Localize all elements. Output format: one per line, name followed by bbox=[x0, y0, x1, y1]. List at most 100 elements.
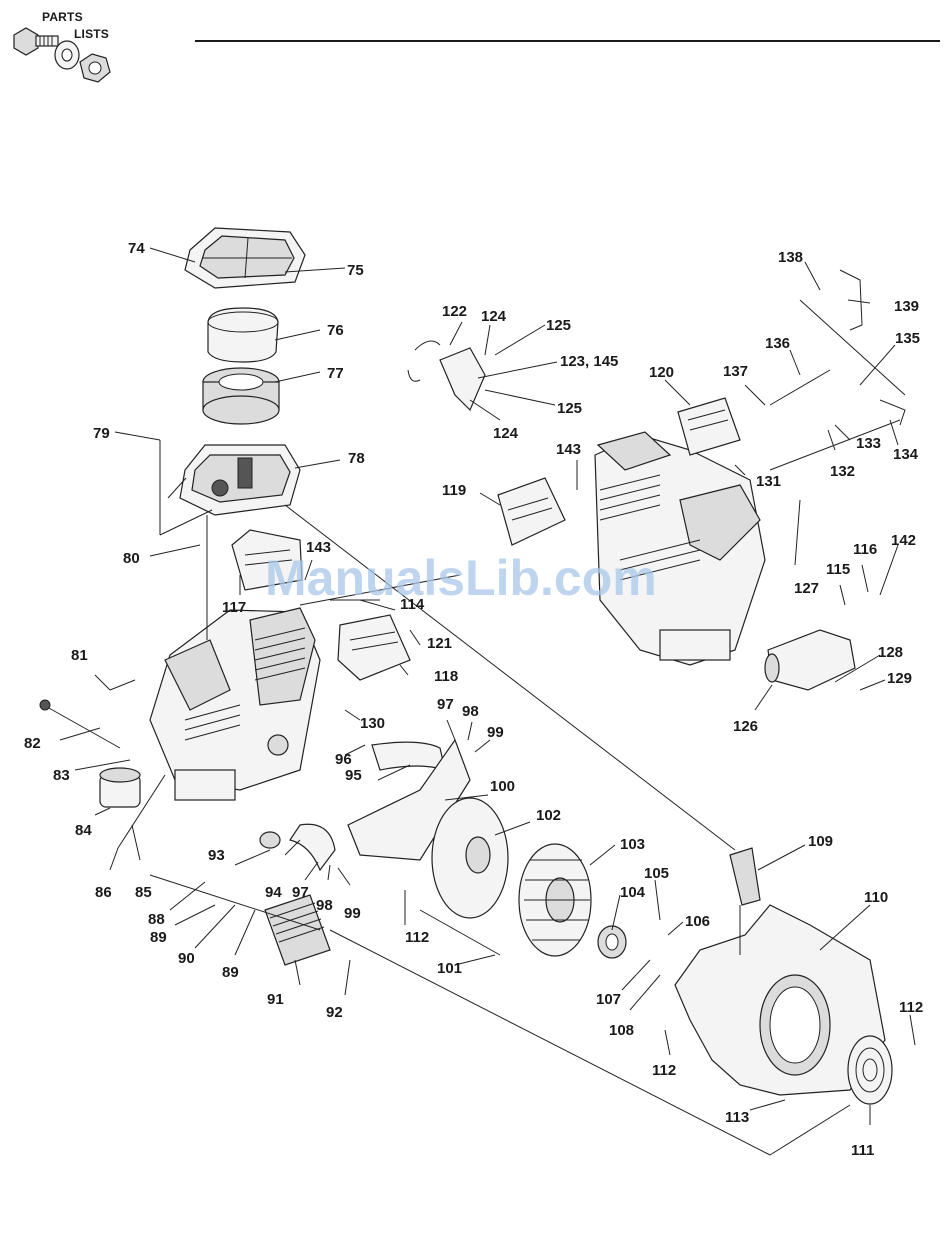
callout-124-b: 124 bbox=[493, 425, 519, 442]
callout-labels: 74 75 76 77 78 79 80 81 82 83 84 85 86 8… bbox=[24, 240, 923, 1159]
callout-98-a: 98 bbox=[462, 703, 479, 720]
callout-108: 108 bbox=[609, 1022, 634, 1039]
callout-139: 139 bbox=[894, 298, 919, 315]
nut-bolt-washer-icon bbox=[13, 27, 111, 83]
callout-124-a: 124 bbox=[481, 308, 507, 325]
callout-143-b: 143 bbox=[556, 441, 581, 458]
fan-adapter bbox=[597, 925, 627, 959]
callout-105: 105 bbox=[644, 865, 669, 882]
callout-78: 78 bbox=[348, 450, 365, 467]
air-cleaner-cover bbox=[184, 227, 306, 289]
oil-filter bbox=[99, 767, 141, 808]
intake-elbow bbox=[729, 847, 761, 906]
callout-74: 74 bbox=[128, 240, 145, 257]
callout-79: 79 bbox=[93, 425, 110, 442]
choke-cable bbox=[769, 269, 906, 471]
callout-88: 88 bbox=[148, 911, 165, 928]
cylinder-shields bbox=[231, 397, 741, 681]
fan-screen bbox=[847, 1035, 893, 1105]
engine-left bbox=[149, 607, 321, 801]
callout-132: 132 bbox=[830, 463, 855, 480]
callout-83: 83 bbox=[53, 767, 70, 784]
callout-99-b: 99 bbox=[344, 905, 361, 922]
callout-137: 137 bbox=[723, 363, 748, 380]
callout-84: 84 bbox=[75, 822, 92, 839]
pre-cleaner bbox=[207, 307, 279, 363]
callout-128: 128 bbox=[878, 644, 903, 661]
blower-housing bbox=[674, 904, 886, 1096]
callout-82: 82 bbox=[24, 735, 41, 752]
callout-122: 122 bbox=[442, 303, 467, 320]
callout-98-b: 98 bbox=[316, 897, 333, 914]
throttle-control-bracket bbox=[407, 340, 486, 412]
callout-89-a: 89 bbox=[150, 929, 167, 946]
callout-106: 106 bbox=[685, 913, 710, 930]
callout-116: 116 bbox=[853, 541, 877, 558]
dipstick-tube bbox=[39, 699, 121, 749]
watermark-text: ManualsLib.com bbox=[265, 550, 657, 606]
callout-127: 127 bbox=[794, 580, 819, 597]
callout-85: 85 bbox=[135, 884, 152, 901]
callout-111: 111 bbox=[851, 1142, 874, 1159]
callout-81: 81 bbox=[71, 647, 88, 664]
callout-112-b: 112 bbox=[652, 1062, 676, 1079]
callout-80: 80 bbox=[123, 550, 140, 567]
callout-125-b: 125 bbox=[557, 400, 582, 417]
callout-103: 103 bbox=[620, 836, 645, 853]
callout-102: 102 bbox=[536, 807, 561, 824]
header-rule bbox=[195, 40, 940, 42]
air-cleaner-base bbox=[167, 444, 301, 516]
leader-lines bbox=[59, 247, 916, 1156]
callout-143-a: 143 bbox=[306, 539, 331, 556]
callout-86: 86 bbox=[95, 884, 112, 901]
callout-118: 118 bbox=[434, 668, 458, 685]
air-filter-element bbox=[202, 367, 280, 425]
callout-142: 142 bbox=[891, 532, 916, 549]
callout-136: 136 bbox=[765, 335, 790, 352]
callout-89-b: 89 bbox=[222, 964, 239, 981]
callout-114: 114 bbox=[400, 596, 425, 613]
callout-104: 104 bbox=[620, 884, 646, 901]
oil-cooler bbox=[264, 894, 331, 966]
callout-134: 134 bbox=[893, 446, 919, 463]
callout-112-c: 112 bbox=[899, 999, 923, 1016]
callout-94: 94 bbox=[265, 884, 282, 901]
callout-125-a: 125 bbox=[546, 317, 571, 334]
callout-126: 126 bbox=[733, 718, 758, 735]
callout-97-b: 97 bbox=[292, 884, 309, 901]
callout-120: 120 bbox=[649, 364, 674, 381]
callout-107: 107 bbox=[596, 991, 621, 1008]
callout-96: 96 bbox=[335, 751, 352, 768]
callout-123-145: 123, 145 bbox=[560, 353, 618, 370]
callout-97-a: 97 bbox=[437, 696, 454, 713]
callout-131: 131 bbox=[756, 473, 781, 490]
callout-92: 92 bbox=[326, 1004, 343, 1021]
callout-135: 135 bbox=[895, 330, 920, 347]
callout-76: 76 bbox=[327, 322, 344, 339]
starter-motor bbox=[764, 629, 856, 691]
callout-93: 93 bbox=[208, 847, 225, 864]
callout-100: 100 bbox=[490, 778, 515, 795]
callout-112-a: 112 bbox=[405, 929, 429, 946]
callout-75: 75 bbox=[347, 262, 364, 279]
badge-lists-text: LISTS bbox=[74, 27, 110, 41]
callout-129: 129 bbox=[887, 670, 912, 687]
callout-91: 91 bbox=[267, 991, 284, 1008]
callout-113: 113 bbox=[725, 1109, 749, 1126]
cooling-fan bbox=[518, 843, 592, 957]
callout-121: 121 bbox=[427, 635, 452, 652]
callout-110: 110 bbox=[864, 889, 888, 906]
exhaust-pipes bbox=[259, 741, 446, 872]
callout-95: 95 bbox=[345, 767, 362, 784]
callout-130: 130 bbox=[360, 715, 385, 732]
engine-right bbox=[594, 431, 766, 666]
callout-119: 119 bbox=[442, 482, 466, 499]
callout-109: 109 bbox=[808, 833, 833, 850]
callout-117: 117 bbox=[222, 599, 246, 616]
callout-99-a: 99 bbox=[487, 724, 504, 741]
callout-138: 138 bbox=[778, 249, 803, 266]
blower-housing-plate bbox=[347, 738, 471, 861]
badge-parts-text: PARTS bbox=[42, 10, 83, 24]
